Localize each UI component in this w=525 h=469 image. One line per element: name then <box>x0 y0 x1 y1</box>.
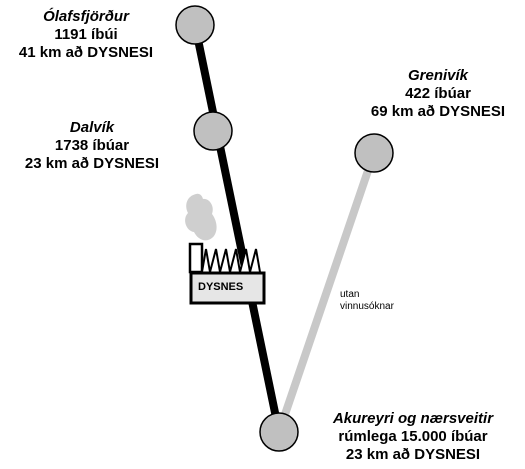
town-node-akureyri <box>259 412 299 452</box>
road-olafsfjordur-akureyri <box>191 24 283 433</box>
road-note: utan vinnusóknar <box>340 289 394 313</box>
label-grenivik: Grenivík 422 íbúar 69 km að DYSNESI <box>354 67 522 121</box>
town-name: Akureyri og nærsveitir <box>332 410 494 427</box>
town-name: Ólafsfjörður <box>43 8 129 25</box>
town-node-olafsfjordur <box>175 5 215 45</box>
town-distance: 23 km að DYSNESI <box>24 155 160 172</box>
town-distance: 69 km að DYSNESI <box>370 103 506 120</box>
label-olafsfjordur: Ólafsfjörður 1191 íbúi 41 km að DYSNESI <box>2 8 170 62</box>
town-population: 422 íbúar <box>405 85 471 102</box>
factory-label: DYSNES <box>198 281 244 293</box>
label-akureyri: Akureyri og nærsveitir rúmlega 15.000 íb… <box>308 410 518 464</box>
town-name: Grenivík <box>407 67 469 84</box>
town-node-grenivik <box>354 133 394 173</box>
town-population: 1191 íbúi <box>54 26 118 43</box>
town-name: Dalvík <box>69 119 115 136</box>
town-distance: 41 km að DYSNESI <box>18 44 154 61</box>
road-note-line2: vinnusóknar <box>340 301 394 312</box>
town-population: 1738 íbúar <box>54 137 130 154</box>
town-node-dalvik <box>193 111 233 151</box>
town-distance: 23 km að DYSNESI <box>345 446 481 463</box>
factory-icon <box>188 242 266 305</box>
road-akureyri-grenivik <box>275 151 378 434</box>
town-population: rúmlega 15.000 íbúar <box>338 428 488 445</box>
label-dalvik: Dalvík 1738 íbúar 23 km að DYSNESI <box>8 119 176 173</box>
road-note-line1: utan <box>340 289 360 300</box>
smoke-cloud <box>185 193 217 241</box>
